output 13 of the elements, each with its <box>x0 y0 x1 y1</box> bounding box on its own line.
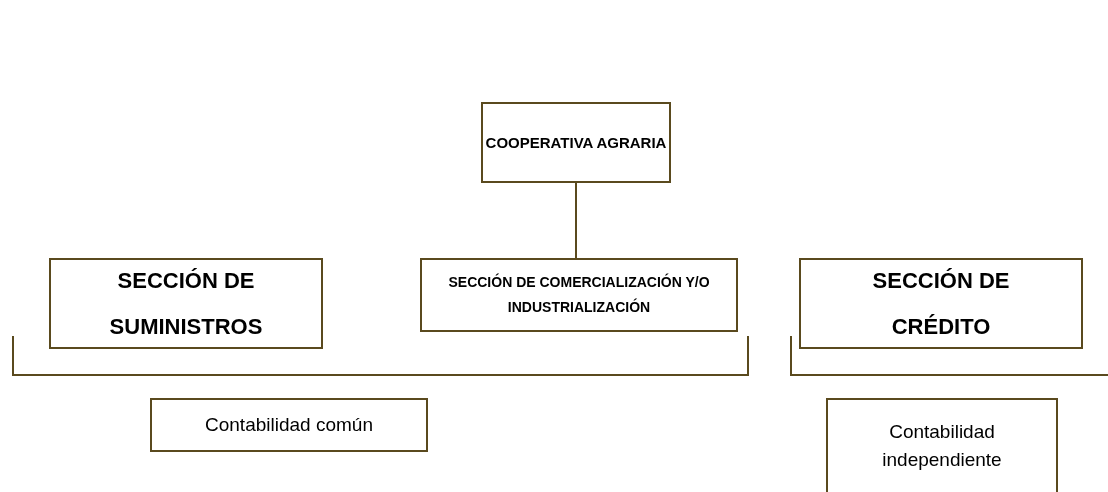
organization-box <box>481 102 671 183</box>
box-label: SECCIÓN DE CRÉDITO <box>871 266 1011 341</box>
section-box <box>799 258 1083 349</box>
box-label: COOPERATIVA AGRARIA <box>485 132 667 153</box>
connector-line <box>575 182 577 259</box>
box-label: SECCIÓN DE COMERCIALIZACIÓN Y/O INDUSTRIALIZACIÓN <box>447 272 711 317</box>
box-label: Contabilidad independiente <box>881 420 1003 472</box>
box-label: Contabilidad común <box>205 413 373 437</box>
box-label: SECCIÓN DE SUMINISTROS <box>108 266 264 341</box>
section-box <box>49 258 323 349</box>
accounting-box <box>826 398 1058 492</box>
section-box <box>420 258 738 332</box>
accounting-box <box>150 398 428 452</box>
